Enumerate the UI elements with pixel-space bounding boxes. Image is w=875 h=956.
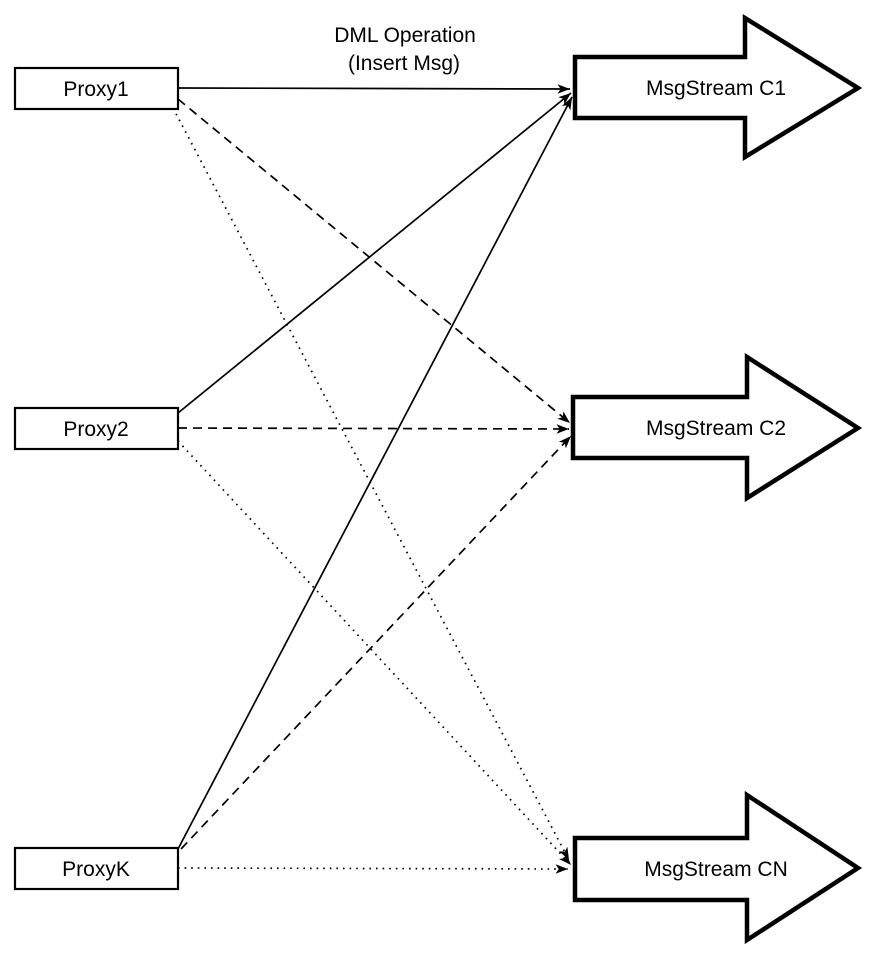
stream-cn-node: MsgStream CN — [572, 790, 863, 945]
edge-proxy2-to-c2-dashed — [177, 424, 570, 434]
stream-c1-label: MsgStream C1 — [646, 77, 786, 100]
proxy1-label: Proxy1 — [63, 78, 128, 101]
proxyk-label: ProxyK — [62, 858, 130, 881]
proxyk-node: ProxyK — [13, 846, 180, 891]
stream-c2-node: MsgStream C2 — [570, 352, 863, 503]
edge-proxy2-to-cn-dotted — [177, 440, 572, 866]
proxyk-box — [13, 846, 180, 891]
proxy2-label: Proxy2 — [63, 418, 128, 441]
stream-cn-label: MsgStream CN — [644, 858, 788, 881]
edge-proxy1-to-c1-solid — [177, 84, 571, 94]
proxy1-node: Proxy1 — [13, 66, 180, 111]
stream-c2-arrow-shape — [570, 352, 863, 503]
annotation-line1: DML Operation — [334, 24, 476, 47]
edge-proxy2-to-c1-solid — [177, 92, 572, 414]
edge-proxyk-to-cn-dotted — [177, 864, 569, 874]
edge-proxy1-to-cn-dotted — [172, 107, 570, 861]
edge-proxy1-to-c2-dashed — [177, 98, 571, 424]
stream-c1-arrow-shape — [572, 13, 863, 162]
stream-c2-label: MsgStream C2 — [646, 417, 786, 440]
proxy1-box — [13, 66, 180, 111]
stream-c1-node: MsgStream C1 — [572, 13, 863, 162]
dml-operation-annotation: DML Operation (Insert Msg) — [334, 24, 476, 75]
edges-layer — [172, 84, 573, 874]
edge-proxyk-to-c2-dashed — [180, 435, 572, 850]
annotation-line2: (Insert Msg) — [348, 52, 460, 75]
proxy2-node: Proxy2 — [13, 406, 180, 451]
stream-cn-arrow-shape — [572, 790, 863, 945]
edge-proxyk-to-c1-solid — [177, 96, 573, 850]
proxy2-box — [13, 406, 180, 451]
